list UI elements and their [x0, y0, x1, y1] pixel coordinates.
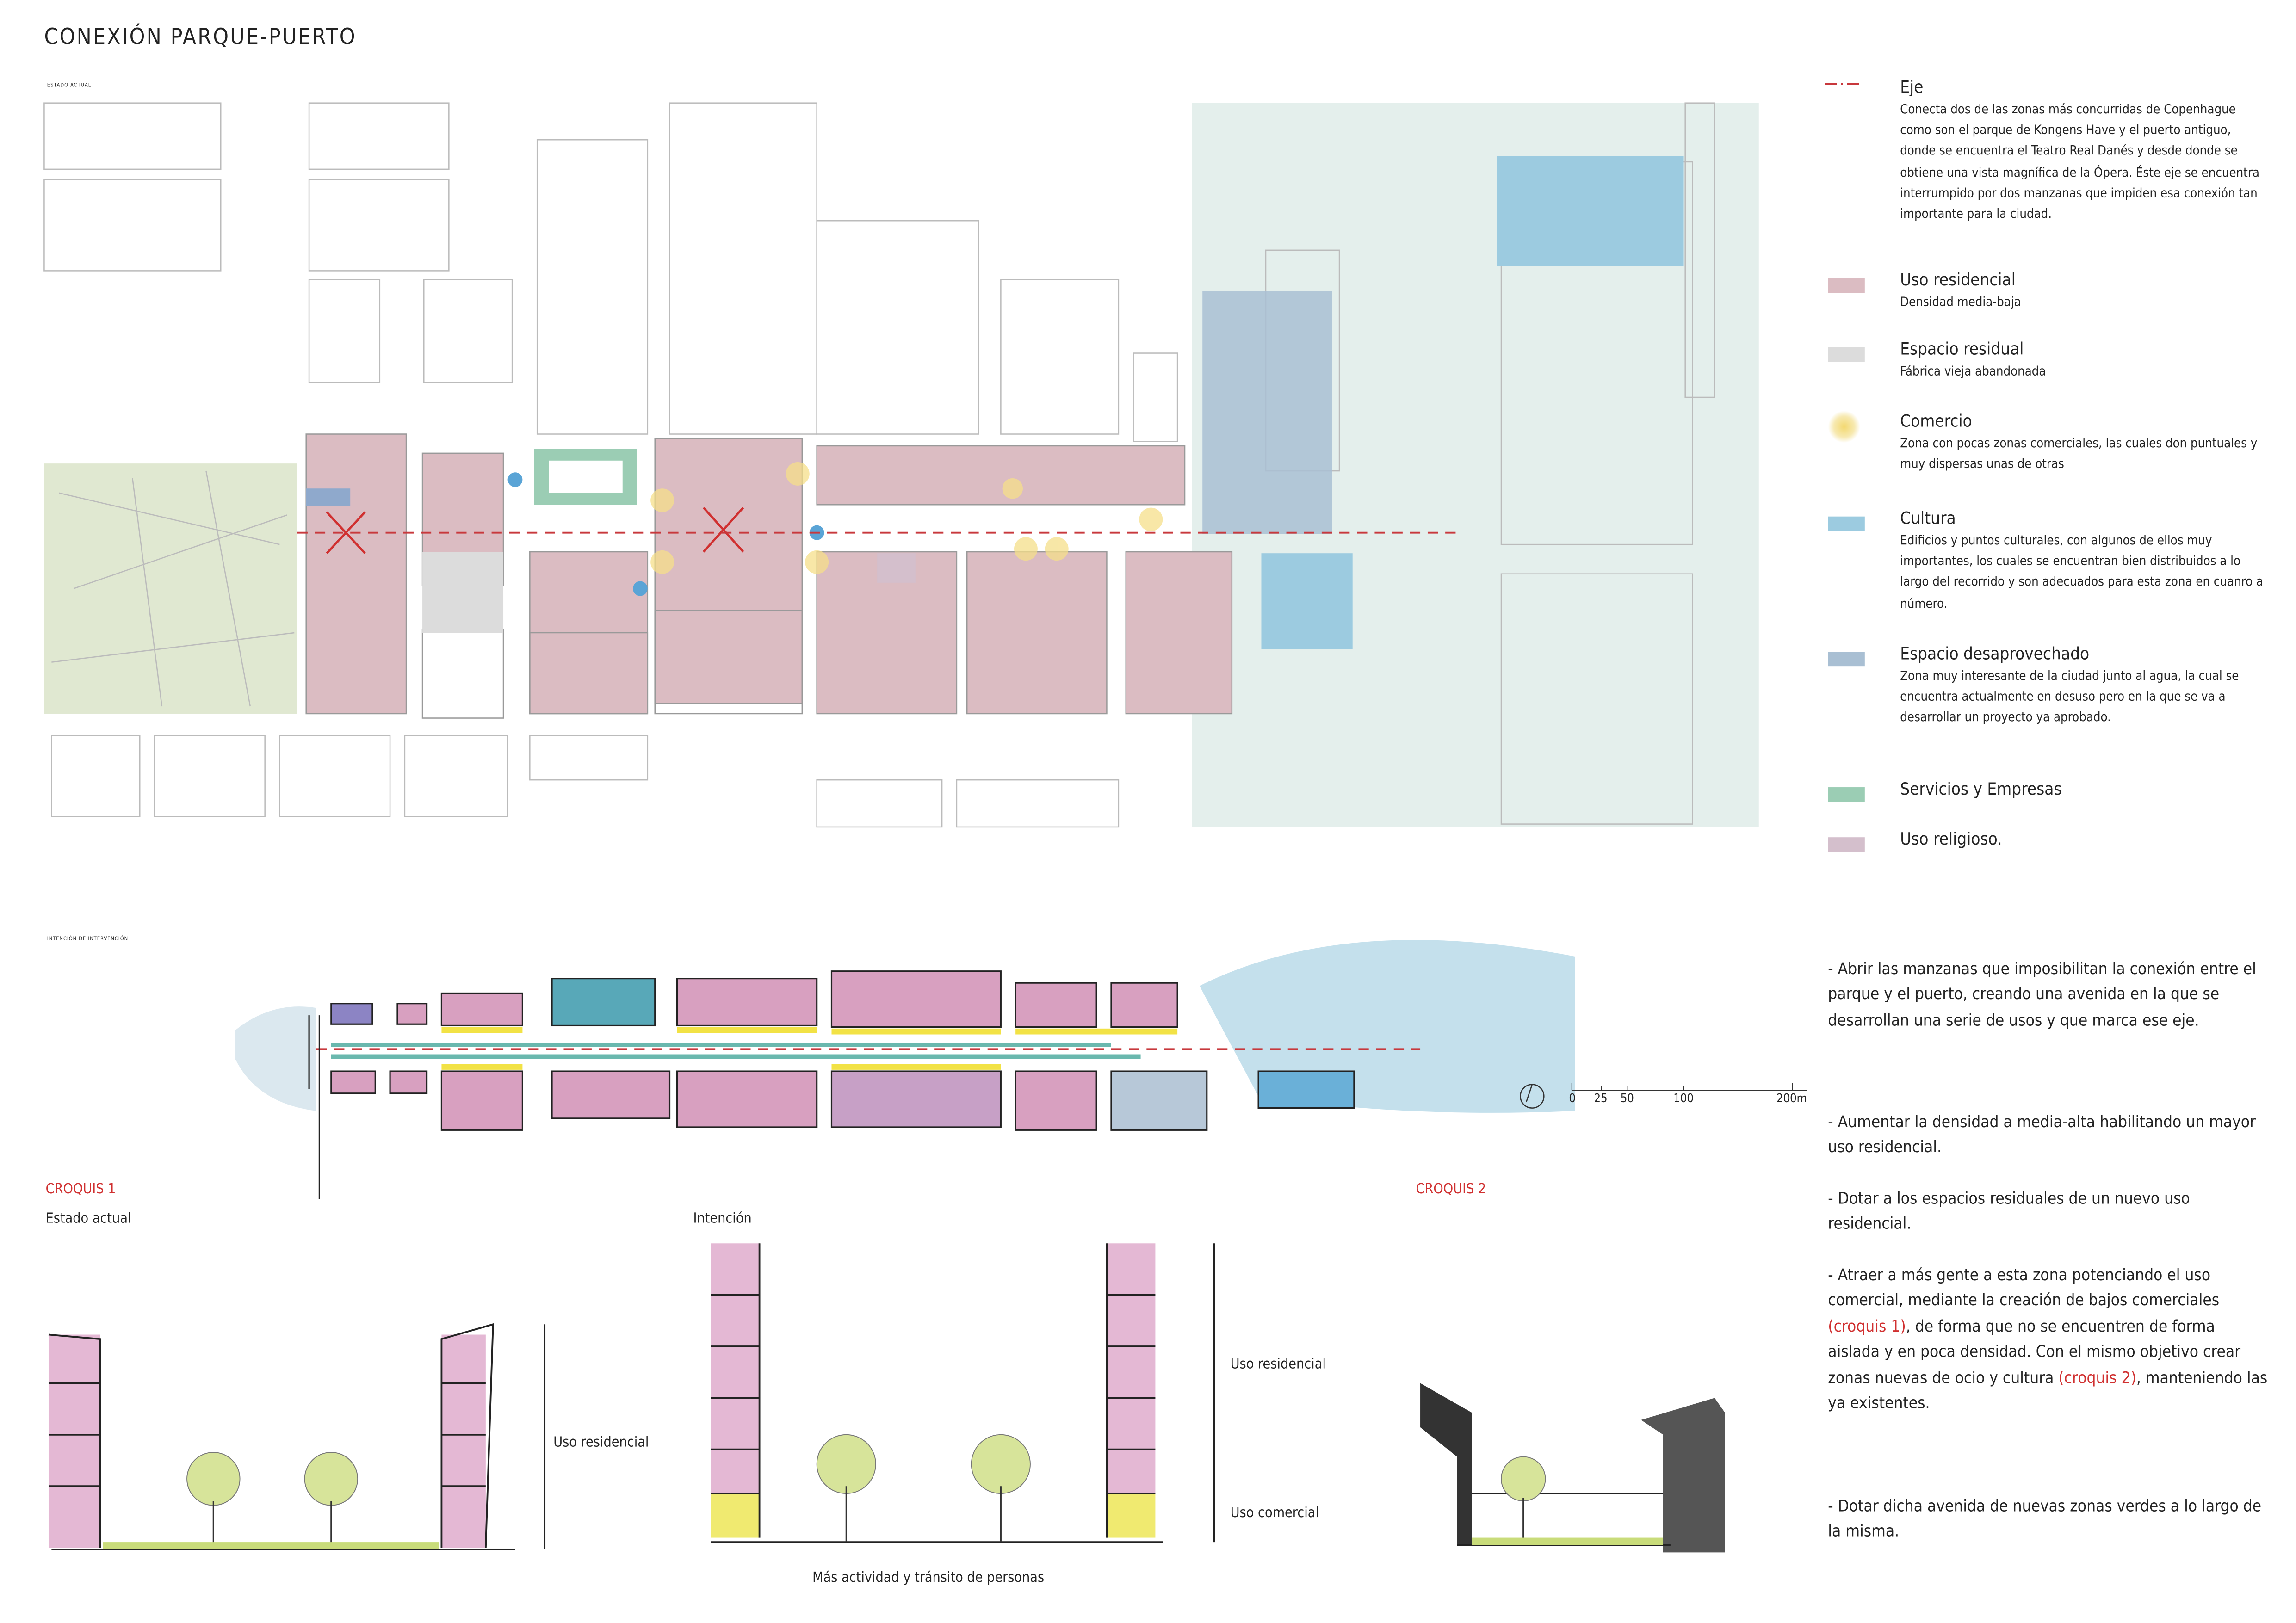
bullet-text: - Abrir las manzanas que imposibilitan l… — [1828, 959, 2256, 1030]
swatch-icon — [1828, 837, 1865, 852]
intervention-label: INTENCIÓN DE INTERVENCIÓN — [47, 936, 129, 942]
intent-label: Intención — [693, 1211, 752, 1228]
swatch-icon — [1828, 787, 1865, 802]
intervention-sketch — [235, 940, 1575, 1199]
croquis1-title: CROQUIS 1 — [45, 1181, 116, 1198]
legend-name: Uso residencial — [1900, 269, 2016, 290]
park-area — [44, 463, 297, 714]
bullet-5: - Dotar dicha avenida de nuevas zonas ve… — [1828, 1493, 2269, 1545]
tree-icon — [304, 1452, 359, 1548]
legend-name: Espacio desaprovechado — [1900, 643, 2090, 664]
scale-tick: 200m — [1776, 1092, 1807, 1105]
section-current — [48, 1323, 546, 1550]
scale-tick: 100 — [1673, 1092, 1694, 1105]
culture-block-2 — [1261, 553, 1353, 649]
dashed-line-icon — [1825, 82, 1863, 85]
label-uso-residencial: Uso residencial — [553, 1434, 649, 1451]
legend-desc: Edificios y puntos culturales, con algun… — [1900, 534, 2264, 612]
section-intent — [711, 1243, 1215, 1543]
label-uso-residencial-2: Uso residencial — [1230, 1357, 1326, 1373]
legend-desc: Conecta dos de las zonas más concurridas… — [1900, 103, 2259, 222]
swatch-icon — [1828, 516, 1865, 531]
legend-name: Espacio residual — [1900, 338, 2024, 359]
unused-space — [1202, 291, 1332, 534]
swatch-icon — [1828, 652, 1865, 667]
religious-block — [877, 553, 916, 583]
swatch-icon — [1828, 347, 1865, 362]
state-label: Estado actual — [45, 1211, 131, 1228]
tree-icon — [186, 1452, 241, 1548]
commerce-dot-icon — [1828, 410, 1861, 443]
north-arrow-icon — [1520, 1084, 1545, 1109]
bullet-4: - Atraer a más gente a esta zona potenci… — [1828, 1263, 2269, 1416]
croquis-ref: (croquis 1) — [1828, 1316, 1906, 1336]
label-uso-comercial: Uso comercial — [1230, 1505, 1319, 1522]
map-label: ESTADO ACTUAL — [47, 82, 92, 88]
croquis-ref: (croquis 2) — [2058, 1368, 2136, 1387]
legend-desc: Fábrica vieja abandonada — [1900, 364, 2046, 380]
bullet-text: , manteniendo las ya existentes. — [1828, 1368, 2268, 1413]
section-caption: Más actividad y tránsito de personas — [812, 1570, 1045, 1586]
croquis2-sketch — [1420, 1383, 1725, 1553]
residual-space — [422, 552, 504, 633]
bullet-3: - Dotar a los espacios residuales de un … — [1828, 1186, 2269, 1237]
bullet-text: - Dotar a los espacios residuales de un … — [1828, 1189, 2190, 1234]
scale-tick: 50 — [1620, 1092, 1634, 1105]
legend-desc: Densidad media-baja — [1900, 296, 2021, 311]
legend-name: Cultura — [1900, 507, 1956, 529]
culture-block — [1497, 156, 1684, 266]
legend-name: Servicios y Empresas — [1900, 778, 2062, 799]
croquis2-title: CROQUIS 2 — [1416, 1181, 1486, 1198]
page-title: CONEXIÓN PARQUE-PUERTO — [44, 23, 357, 50]
legend-name: Uso religioso. — [1900, 828, 2002, 849]
bullet-text: - Atraer a más gente a esta zona potenci… — [1828, 1265, 2220, 1310]
legend-name: Eje — [1900, 76, 1924, 97]
scale-bar — [1571, 1083, 1807, 1091]
bullet-text: - Dotar dicha avenida de nuevas zonas ve… — [1828, 1496, 2262, 1542]
bullet-text: , de forma que no se encuentren de forma… — [1828, 1316, 2241, 1387]
legend-desc: Zona muy interesante de la ciudad junto … — [1900, 669, 2239, 726]
legend-name: Comercio — [1900, 410, 1972, 432]
site-plan-map — [43, 102, 1759, 828]
scale-tick: 0 — [1569, 1092, 1576, 1105]
bullet-text: - Aumentar la densidad a media-alta habi… — [1828, 1112, 2256, 1157]
swatch-icon — [1828, 278, 1865, 293]
legend-desc: Zona con pocas zonas comerciales, las cu… — [1900, 437, 2258, 473]
bullet-2: - Aumentar la densidad a media-alta habi… — [1828, 1110, 2269, 1161]
scale-tick: 25 — [1594, 1092, 1608, 1105]
bullet-1: - Abrir las manzanas que imposibilitan l… — [1828, 957, 2269, 1033]
